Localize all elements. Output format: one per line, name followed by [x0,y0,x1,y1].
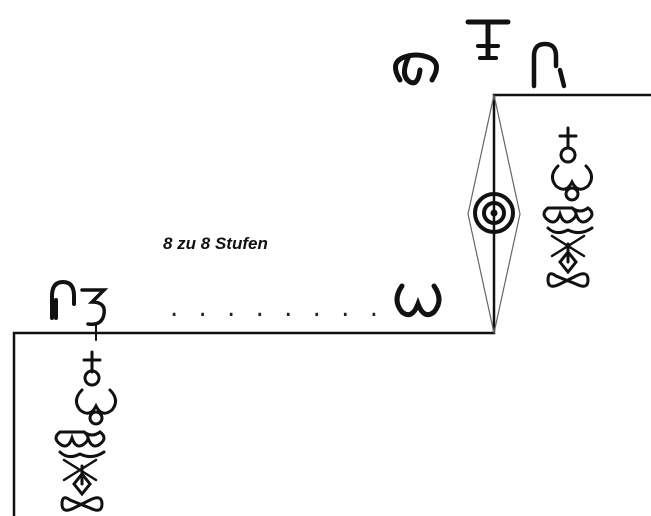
vertical-glyph-column-left [54,350,117,512]
script-glyph-tau [465,19,511,60]
script-glyph-right-upper [531,41,567,89]
script-glyph-w-left [394,283,442,318]
diamond-shape [467,94,521,334]
steps-caption: 8 zu 8 Stufen [163,234,268,253]
ellipsis-dots: . . . . . . . . [170,293,384,323]
script-glyph-left-upper [50,279,109,341]
circled-dot-symbol [473,192,515,234]
script-glyph-omega-upper [393,52,439,86]
vertical-glyph-column-right [542,126,594,288]
